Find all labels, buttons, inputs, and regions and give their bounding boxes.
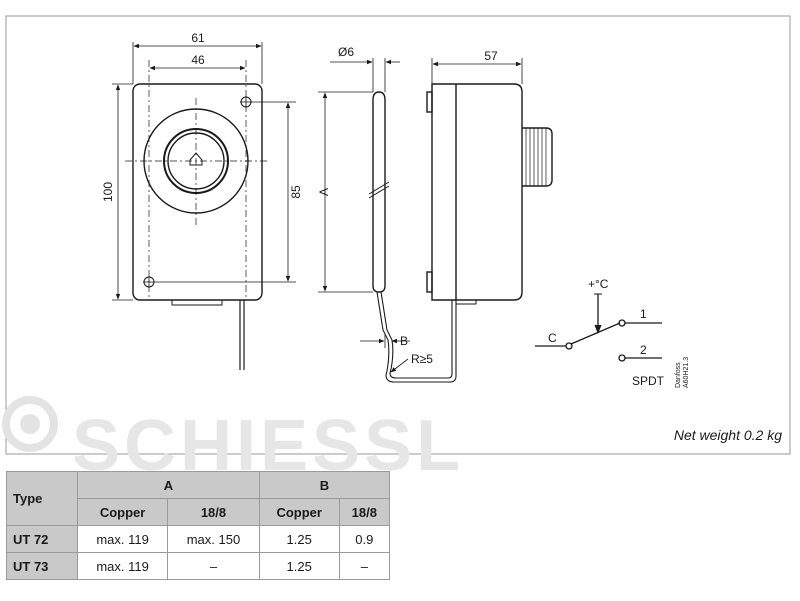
dim-length-a: A (317, 188, 331, 196)
terminal-c (565, 342, 573, 350)
header-group-a: A (77, 471, 260, 499)
table-row: UT 72 max. 119 max. 150 1.25 0.9 (6, 525, 391, 553)
net-weight: Net weight 0.2 kg (673, 427, 782, 443)
table-cell: max. 119 (76, 552, 169, 580)
sensor-bulb (372, 91, 386, 293)
header-group-b: B (258, 471, 391, 499)
mount-tab-bottom (426, 271, 433, 293)
knob-grip-lines (525, 128, 547, 186)
table-row: UT 73 max. 119 – 1.25 – (6, 552, 391, 580)
side-gland (455, 299, 477, 305)
table-cell: 0.9 (338, 525, 391, 553)
table-cell: max. 150 (167, 525, 260, 553)
drawing-ref-1: Danfoss (675, 362, 682, 388)
subheader-a-copper: Copper (76, 498, 169, 526)
capillary-tube-2 (380, 291, 453, 379)
dim-depth: 57 (484, 49, 498, 63)
break-mark-2 (368, 185, 390, 199)
table-cell: – (338, 552, 391, 580)
switch-arm (570, 322, 621, 345)
subheader-b-steel: 18/8 (338, 498, 391, 526)
table-header-row: Type A B (6, 471, 391, 526)
wiring-label-1: 1 (640, 307, 647, 321)
dim-width-inner: 46 (191, 53, 205, 67)
knob-side (522, 127, 553, 187)
wiring-spdt: SPDT (632, 374, 665, 388)
table-cell: – (167, 552, 260, 580)
cable-gland (171, 299, 223, 306)
row-type: UT 73 (6, 552, 78, 580)
subheader-b-copper: Copper (258, 498, 340, 526)
row-type: UT 72 (6, 525, 78, 553)
dim-bulb-diameter: Ø6 (338, 45, 354, 59)
sensor-dimensions (318, 58, 410, 373)
table-cell: 1.25 (258, 525, 340, 553)
dim-radius: R≥5 (411, 352, 433, 366)
housing-side (431, 83, 523, 301)
break-mark-1 (368, 181, 390, 195)
capillary-tube (376, 291, 457, 383)
dim-width-outer: 61 (191, 31, 205, 45)
dim-height-outer: 100 (101, 182, 115, 202)
wiring-schematic (535, 293, 662, 362)
wiring-label-2: 2 (640, 343, 647, 357)
terminal-2 (618, 354, 626, 362)
spec-table: Type A B Copper 18/8 Copper 18/8 UT 72 m… (6, 471, 391, 580)
table-cell: 1.25 (258, 552, 340, 580)
subheader-a-steel: 18/8 (167, 498, 260, 526)
sensor-bulb-view (368, 91, 457, 383)
front-dimensions (112, 42, 296, 301)
drawing-ref-2: A60H21.3 (683, 357, 690, 388)
wiring-label-c: C (548, 331, 557, 345)
side-dimensions (431, 58, 523, 84)
table-subheader-row: Copper 18/8 Copper 18/8 (7, 498, 391, 526)
table-cell: max. 119 (76, 525, 169, 553)
drawing-frame (5, 15, 791, 455)
knob-marker-icon (189, 152, 203, 166)
side-view (426, 83, 553, 305)
mount-tab-top (426, 91, 433, 113)
dim-height-inner: 85 (289, 185, 303, 199)
front-view (125, 60, 270, 370)
wiring-temp-label: +°C (588, 277, 609, 291)
dim-b: B (400, 334, 408, 348)
header-type: Type (6, 471, 78, 526)
